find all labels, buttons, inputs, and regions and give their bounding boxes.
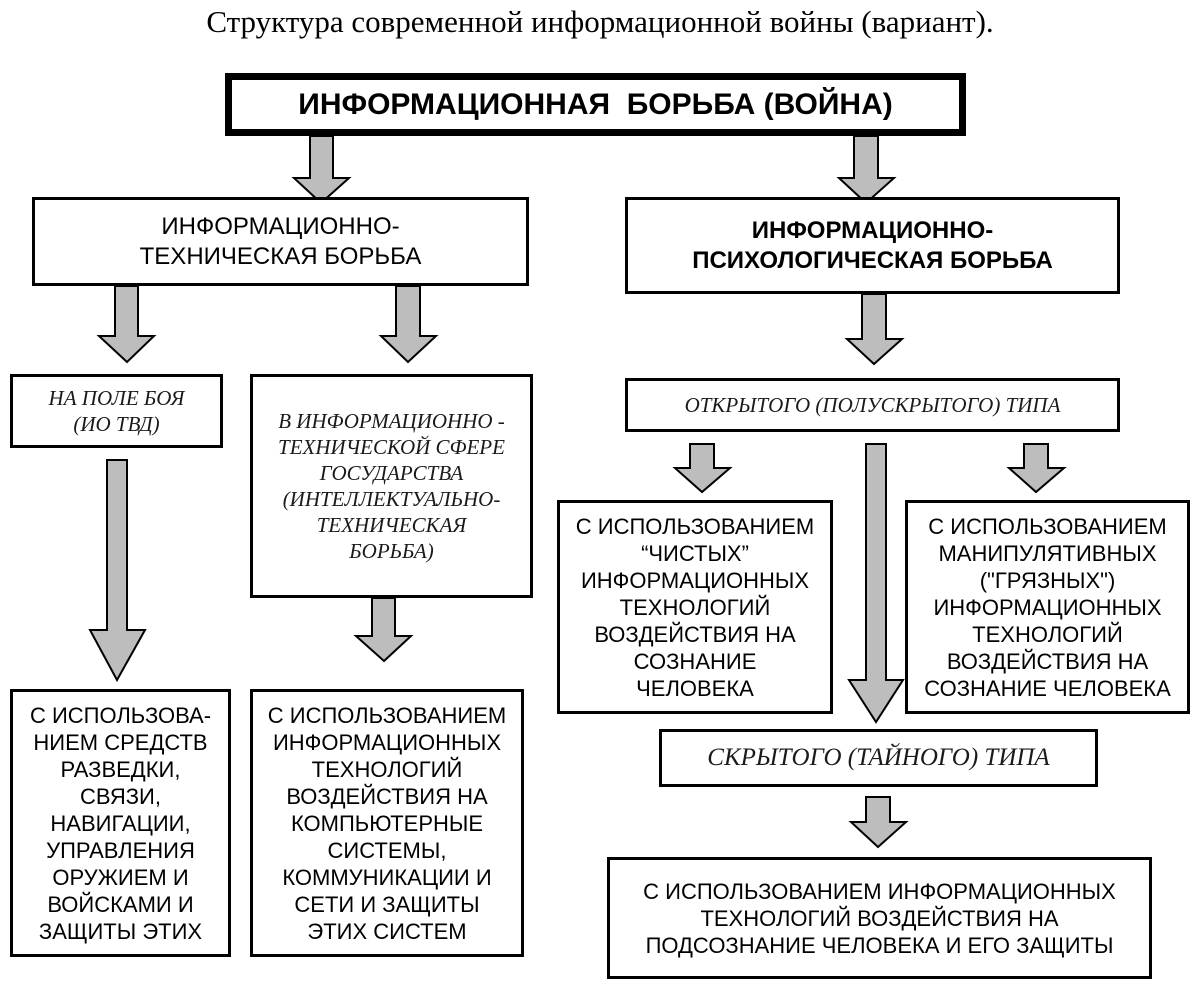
arrow-root-to-psych bbox=[836, 135, 897, 205]
battlefield-line: НА ПОЛЕ БОЯ bbox=[48, 386, 185, 410]
recon-line: РАЗВЕДКИ, bbox=[60, 756, 181, 782]
psych-line: ПСИХОЛОГИЧЕСКАЯ БОРЬБА bbox=[692, 246, 1053, 274]
tech-struggle-box: ИНФОРМАЦИОННО- ТЕХНИЧЕСКАЯ БОРЬБА bbox=[32, 197, 529, 286]
psych-line: ИНФОРМАЦИОННО- bbox=[751, 216, 994, 244]
arrow-tech-to-battlefield bbox=[96, 285, 157, 364]
dirty-line: ТЕХНОЛОГИЙ bbox=[972, 621, 1123, 647]
recon-line: ЗАЩИТЫ ЭТИХ bbox=[38, 918, 203, 944]
arrow-psych-to-open bbox=[844, 293, 905, 366]
computer-line: КОМПЬЮТЕРНЫЕ bbox=[290, 810, 484, 836]
tech-line: ТЕХНИЧЕСКАЯ БОРЬБА bbox=[139, 242, 422, 270]
recon-line: НАВИГАЦИИ, bbox=[50, 810, 191, 836]
clean-line: СОЗНАНИЕ bbox=[633, 648, 757, 674]
open-type-label: ОТКРЫТОГО (ПОЛУСКРЫТОГО) ТИПА bbox=[684, 393, 1061, 417]
computer-line: СЕТИ И ЗАЩИТЫ bbox=[294, 891, 480, 917]
sphere-line: ТЕХНИЧЕСКОЙ СФЕРЕ bbox=[278, 435, 505, 459]
dirty-line: ИНФОРМАЦИОННЫХ bbox=[933, 594, 1162, 620]
computer-line: ИНФОРМАЦИОННЫХ bbox=[272, 729, 502, 755]
tech-sphere-box: В ИНФОРМАЦИОННО - ТЕХНИЧЕСКОЙ СФЕРЕ ГОСУ… bbox=[250, 374, 533, 598]
arrow-open-to-clean bbox=[672, 443, 733, 494]
clean-tech-box: С ИСПОЛЬЗОВАНИЕМ “ЧИСТЫХ” ИНФОРМАЦИОННЫХ… bbox=[557, 500, 833, 714]
sphere-line: В ИНФОРМАЦИОННО - bbox=[278, 409, 505, 433]
arrow-open-to-hidden bbox=[847, 443, 905, 724]
sphere-line: ГОСУДАРСТВА bbox=[319, 461, 464, 485]
sphere-line: ТЕХНИЧЕСКАЯ bbox=[316, 513, 467, 537]
subconscious-box: С ИСПОЛЬЗОВАНИЕМ ИНФОРМАЦИОННЫХ ТЕХНОЛОГ… bbox=[607, 857, 1152, 979]
computer-line: С ИСПОЛЬЗОВАНИЕМ bbox=[267, 702, 507, 728]
recon-line: ВОЙСКАМИ И bbox=[47, 891, 194, 917]
arrow-open-to-dirty bbox=[1006, 443, 1067, 494]
recon-line: СВЯЗИ, bbox=[80, 783, 161, 809]
computer-systems-box: С ИСПОЛЬЗОВАНИЕМ ИНФОРМАЦИОННЫХ ТЕХНОЛОГ… bbox=[250, 689, 524, 957]
subconscious-line: С ИСПОЛЬЗОВАНИЕМ ИНФОРМАЦИОННЫХ bbox=[643, 878, 1116, 904]
dirty-tech-box: С ИСПОЛЬЗОВАНИЕМ МАНИПУЛЯТИВНЫХ ("ГРЯЗНЫ… bbox=[905, 500, 1190, 714]
recon-line: С ИСПОЛЬЗОВА- bbox=[29, 702, 212, 728]
clean-line: ЧЕЛОВЕКА bbox=[636, 675, 754, 701]
computer-line: ТЕХНОЛОГИЙ bbox=[311, 756, 463, 782]
computer-line: СИСТЕМЫ, bbox=[327, 837, 447, 863]
clean-line: ТЕХНОЛОГИЙ bbox=[619, 594, 771, 620]
dirty-line: МАНИПУЛЯТИВНЫХ bbox=[938, 540, 1157, 566]
subconscious-line: ТЕХНОЛОГИЙ ВОЗДЕЙСТВИЯ НА bbox=[700, 905, 1059, 931]
computer-line: КОММУНИКАЦИИ И bbox=[282, 864, 492, 890]
clean-line: ИНФОРМАЦИОННЫХ bbox=[580, 567, 810, 593]
hidden-type-label: СКРЫТОГО (ТАЙНОГО) ТИПА bbox=[707, 744, 1050, 771]
root-box: ИНФОРМАЦИОННАЯ БОРЬБА (ВОЙНА) bbox=[225, 73, 966, 136]
dirty-line: ("ГРЯЗНЫХ") bbox=[979, 567, 1116, 593]
clean-line: ВОЗДЕЙСТВИЯ НА bbox=[594, 621, 796, 647]
arrow-root-to-tech bbox=[291, 135, 352, 205]
computer-line: ВОЗДЕЙСТВИЯ НА bbox=[286, 783, 488, 809]
clean-line: С ИСПОЛЬЗОВАНИЕМ bbox=[575, 513, 815, 539]
psych-struggle-box: ИНФОРМАЦИОННО- ПСИХОЛОГИЧЕСКАЯ БОРЬБА bbox=[625, 197, 1120, 294]
recon-line: УПРАВЛЕНИЯ bbox=[46, 837, 195, 863]
open-type-box: ОТКРЫТОГО (ПОЛУСКРЫТОГО) ТИПА bbox=[625, 378, 1120, 432]
battlefield-box: НА ПОЛЕ БОЯ (ИО ТВД) bbox=[10, 374, 223, 448]
hidden-type-box: СКРЫТОГО (ТАЙНОГО) ТИПА bbox=[659, 729, 1098, 787]
dirty-line: С ИСПОЛЬЗОВАНИЕМ bbox=[928, 513, 1167, 539]
diagram-title: Структура современной информационной вой… bbox=[206, 4, 994, 39]
arrow-hidden-to-subconscious bbox=[848, 796, 909, 849]
battlefield-line: (ИО ТВД) bbox=[73, 412, 160, 436]
arrow-tech-to-sphere bbox=[378, 285, 439, 364]
dirty-line: ВОЗДЕЙСТВИЯ НА bbox=[946, 648, 1149, 674]
subconscious-line: ПОДСОЗНАНИЕ ЧЕЛОВЕКА И ЕГО ЗАЩИТЫ bbox=[645, 932, 1114, 958]
sphere-line: (ИНТЕЛЛЕКТУАЛЬНО- bbox=[282, 487, 501, 511]
recon-means-box: С ИСПОЛЬЗОВА- НИЕМ СРЕДСТВ РАЗВЕДКИ, СВЯ… bbox=[10, 689, 231, 957]
root-label: ИНФОРМАЦИОННАЯ БОРЬБА (ВОЙНА) bbox=[298, 87, 893, 121]
arrow-sphere-to-computer bbox=[353, 597, 414, 663]
recon-line: ОРУЖИЕМ И bbox=[52, 864, 189, 890]
clean-line: “ЧИСТЫХ” bbox=[641, 540, 749, 566]
recon-line: НИЕМ СРЕДСТВ bbox=[33, 729, 208, 755]
dirty-line: СОЗНАНИЕ ЧЕЛОВЕКА bbox=[924, 675, 1171, 701]
sphere-line: БОРЬБА) bbox=[349, 539, 434, 563]
arrow-battlefield-to-recon bbox=[88, 459, 147, 683]
tech-line: ИНФОРМАЦИОННО- bbox=[161, 212, 400, 240]
computer-line: ЭТИХ СИСТЕМ bbox=[307, 918, 467, 944]
